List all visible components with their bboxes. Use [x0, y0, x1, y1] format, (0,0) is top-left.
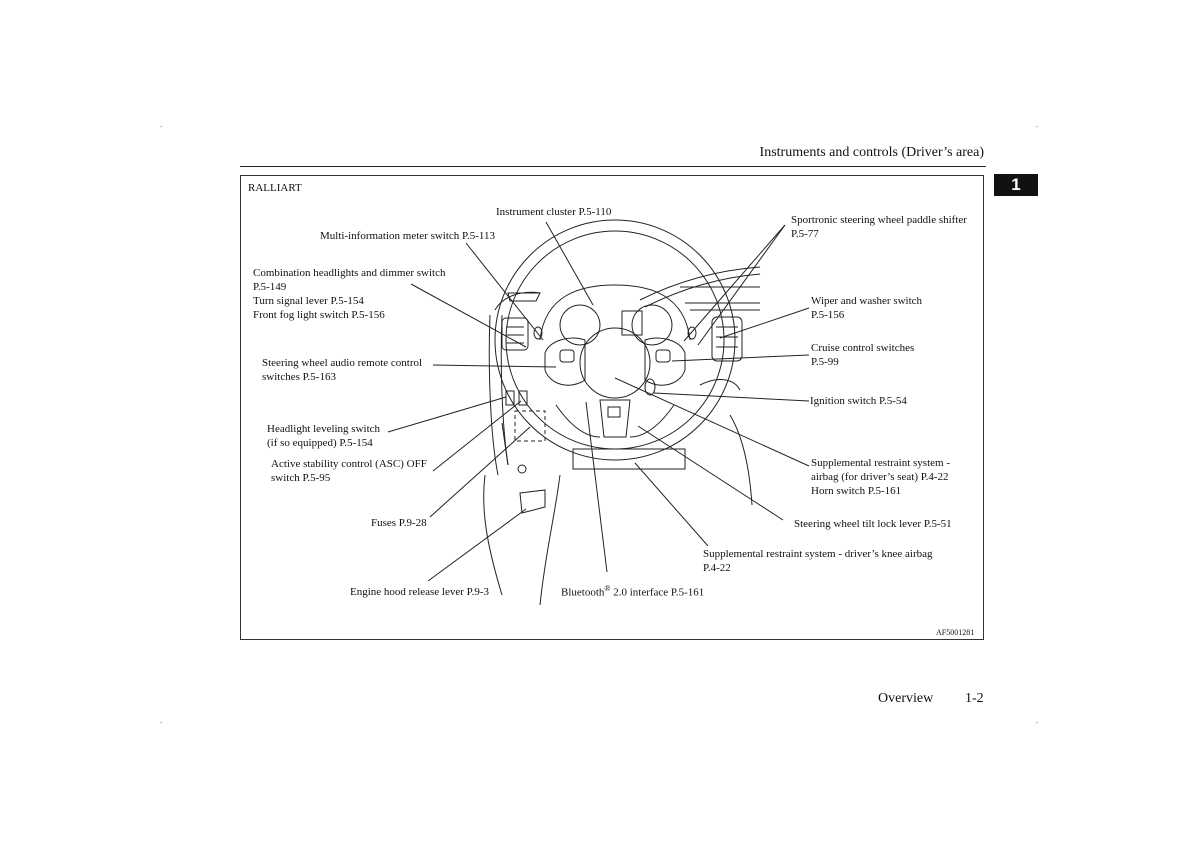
- callout-headlight-leveling: Headlight leveling switch: [267, 423, 381, 435]
- paddle-shifter-right: [688, 327, 696, 339]
- page-number: 1-2: [965, 691, 984, 706]
- callout-wiper-page: P.5-156: [811, 309, 845, 321]
- callout-multi-info-meter: Multi-information meter switch P.5-113: [320, 230, 495, 242]
- callout-bluetooth: Bluetooth® 2.0 interface P.5-161: [561, 582, 704, 600]
- paddle-shifter-left: [534, 327, 542, 339]
- callout-ignition: Ignition switch P.5-54: [810, 395, 907, 407]
- leader-lines: [388, 222, 809, 581]
- callout-fuses: Fuses P.9-28: [371, 517, 427, 529]
- callout-paddle-shifter: Sportronic steering wheel paddle shifter: [791, 214, 967, 226]
- callout-cruise-page: P.5-99: [811, 356, 839, 368]
- callout-cruise: Cruise control switches: [811, 342, 915, 354]
- callout-hood-release: Engine hood release lever P.9-3: [350, 586, 489, 598]
- registered-mark: ®: [604, 584, 611, 593]
- callout-paddle-shifter-page: P.5-77: [791, 228, 819, 240]
- crop-mark: [1036, 126, 1038, 127]
- crop-mark: [160, 722, 162, 723]
- callout-combination-headlights-page: P.5-149: [253, 281, 287, 293]
- header-rule: [240, 166, 986, 167]
- asc-off-switch-shape: [519, 391, 527, 405]
- right-air-vent: [712, 317, 742, 361]
- running-header-title: Instruments and controls (Driver’s area): [759, 145, 984, 160]
- callout-turn-signal: Turn signal lever P.5-154: [253, 295, 364, 307]
- callout-horn: Horn switch P.5-161: [811, 485, 902, 497]
- callout-combination-headlights: Combination headlights and dimmer switch: [253, 267, 446, 279]
- callout-wiper: Wiper and washer switch: [811, 295, 923, 307]
- callout-audio-remote-page: switches P.5-163: [262, 371, 336, 383]
- callout-headlight-leveling-page: (if so equipped) P.5-154: [267, 437, 373, 449]
- dash-top-line: [645, 274, 760, 307]
- steering-wheel-rim: [495, 220, 735, 460]
- steering-hub-airbag: [580, 328, 650, 398]
- callout-audio-remote: Steering wheel audio remote control: [262, 357, 423, 369]
- knee-airbag-panel: [573, 449, 685, 469]
- crop-mark: [1036, 722, 1038, 723]
- hood-release-lever-shape: [520, 490, 545, 513]
- bluetooth-rest: 2.0 interface P.5-161: [610, 586, 705, 599]
- callout-srs-airbag: Supplemental restraint system -: [811, 457, 950, 469]
- figure-code: AF5001281: [936, 628, 975, 637]
- ignition-switch-shape: [645, 379, 655, 395]
- footer-section: Overview: [878, 691, 934, 706]
- callout-asc-off: Active stability control (ASC) OFF: [271, 458, 427, 470]
- audio-remote-switch-shape: [560, 350, 574, 362]
- callout-tilt-lock: Steering wheel tilt lock lever P.5-51: [794, 518, 952, 530]
- callout-asc-off-page: switch P.5-95: [271, 472, 331, 484]
- callout-front-fog: Front fog light switch P.5-156: [253, 309, 385, 321]
- chapter-tab: 1: [994, 174, 1038, 196]
- fuse-box-shape: [515, 411, 545, 441]
- variant-label: RALLIART: [248, 182, 302, 194]
- crop-mark: [160, 126, 162, 127]
- callout-srs-airbag-detail: airbag (for driver’s seat) P.4-22: [811, 471, 949, 483]
- headlight-leveling-switch-shape: [506, 391, 514, 405]
- callout-knee-airbag: Supplemental restraint system - driver’s…: [703, 548, 933, 560]
- figure-frame: [240, 175, 984, 640]
- dashboard-illustration: [240, 175, 984, 640]
- instrument-cluster-shape: [560, 305, 600, 345]
- cruise-control-switch-shape: [656, 350, 670, 362]
- bluetooth-name: Bluetooth: [561, 586, 605, 599]
- callout-instrument-cluster: Instrument cluster P.5-110: [496, 206, 612, 218]
- callout-knee-airbag-page: P.4-22: [703, 562, 731, 574]
